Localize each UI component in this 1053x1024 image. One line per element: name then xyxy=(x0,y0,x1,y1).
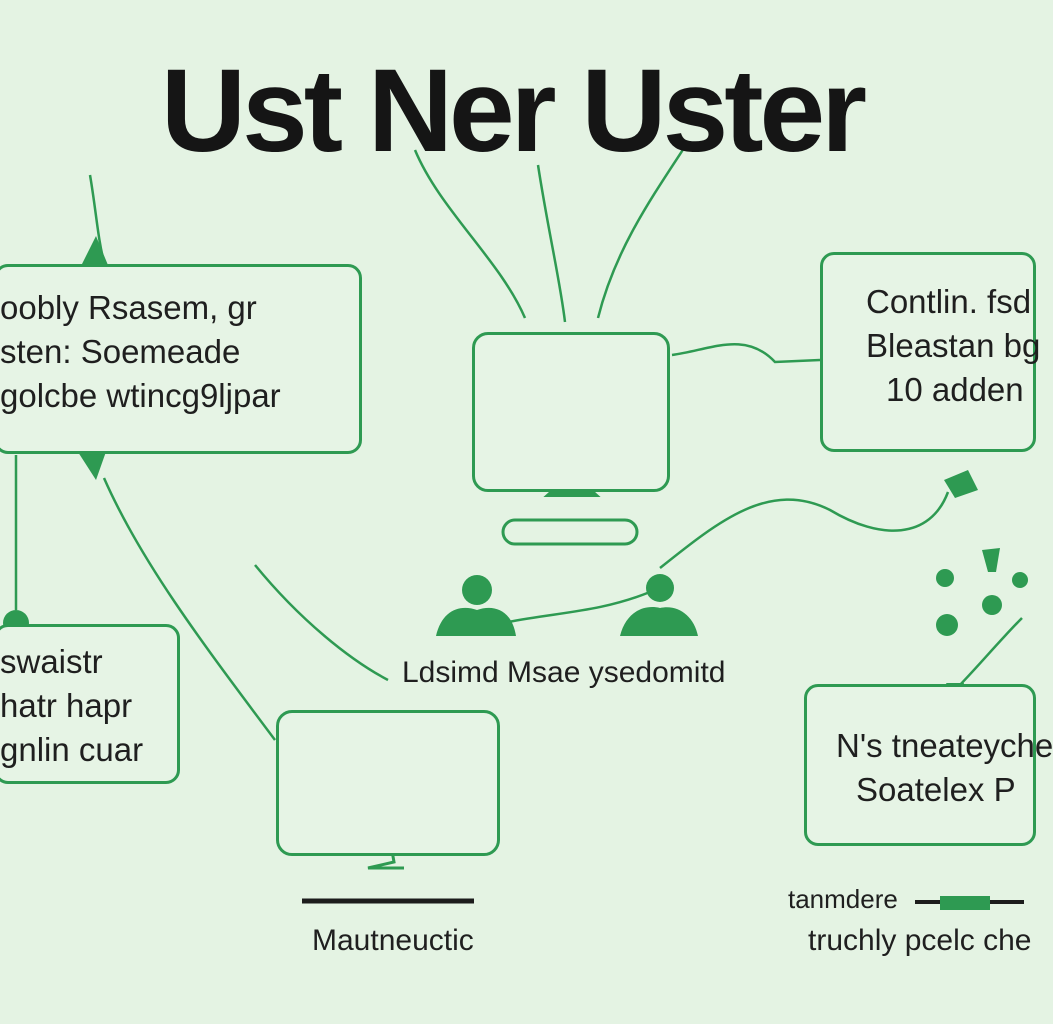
info-box-top-right-line-1: Contlin. fsd xyxy=(866,283,1032,320)
person-icon-right xyxy=(620,574,698,636)
node-dot-right-d xyxy=(1012,572,1028,588)
info-box-top-left xyxy=(0,264,362,454)
cable-icon xyxy=(915,896,1024,910)
info-box-top-right-line-3: 10 adden xyxy=(886,371,1024,408)
bottom-right-caption-line-1: tanmdere xyxy=(788,884,898,914)
info-box-bottom-right-line-1: N's tneateyche xyxy=(836,727,1053,764)
node-dot-right-c xyxy=(982,595,1002,615)
node-dot-right-b xyxy=(936,614,958,636)
info-box-top-right-text: Contlin. fsd Bleastan bg 10 adden xyxy=(866,280,1040,412)
monitor-bottom-center xyxy=(276,710,500,856)
keyboard-top xyxy=(501,518,639,546)
page-title: Ust Ner Uster xyxy=(160,45,867,177)
info-box-bottom-right-line-2: Soatelex P xyxy=(856,771,1016,808)
arrow-head-middle xyxy=(78,446,108,480)
bottom-center-caption: Mautneuctic xyxy=(312,924,474,957)
arrow-head-top xyxy=(78,236,110,272)
node-dot-right-a xyxy=(936,569,954,587)
info-box-bottom-left-line-1: swaistr xyxy=(0,643,103,680)
leaf-icon xyxy=(944,470,978,498)
bottom-right-caption-line-2: truchly pcelc che xyxy=(808,924,1032,957)
info-box-bottom-left xyxy=(0,624,180,784)
info-box-top-right-line-2: Bleastan bg xyxy=(866,327,1041,364)
person-icon-left xyxy=(436,575,516,636)
info-box-top-left-text: oobly Rsasem, gr sten: Soemeade golcbe w… xyxy=(0,286,281,418)
info-box-top-left-line-1: oobly Rsasem, gr xyxy=(0,289,257,326)
info-box-bottom-right-text: N's tneateyche Soatelex P xyxy=(836,724,1053,812)
info-box-top-left-line-2: sten: Soemeade xyxy=(0,333,241,370)
info-box-bottom-left-text: swaistr hatr hapr gnlin cuar xyxy=(0,640,143,772)
info-box-top-left-line-3: golcbe wtincg9ljpar xyxy=(0,377,281,414)
info-box-top-right xyxy=(820,252,1036,452)
info-box-bottom-left-line-3: gnlin cuar xyxy=(0,731,144,768)
monitor-top-center xyxy=(472,332,670,492)
info-box-bottom-left-line-2: hatr hapr xyxy=(0,687,133,724)
people-caption: Ldsimd Msae ysedomitd xyxy=(402,656,726,689)
info-box-bottom-right xyxy=(804,684,1036,846)
small-figure-icon xyxy=(982,548,1000,572)
connector-lines xyxy=(14,141,1023,741)
diagram-canvas xyxy=(3,141,1028,910)
